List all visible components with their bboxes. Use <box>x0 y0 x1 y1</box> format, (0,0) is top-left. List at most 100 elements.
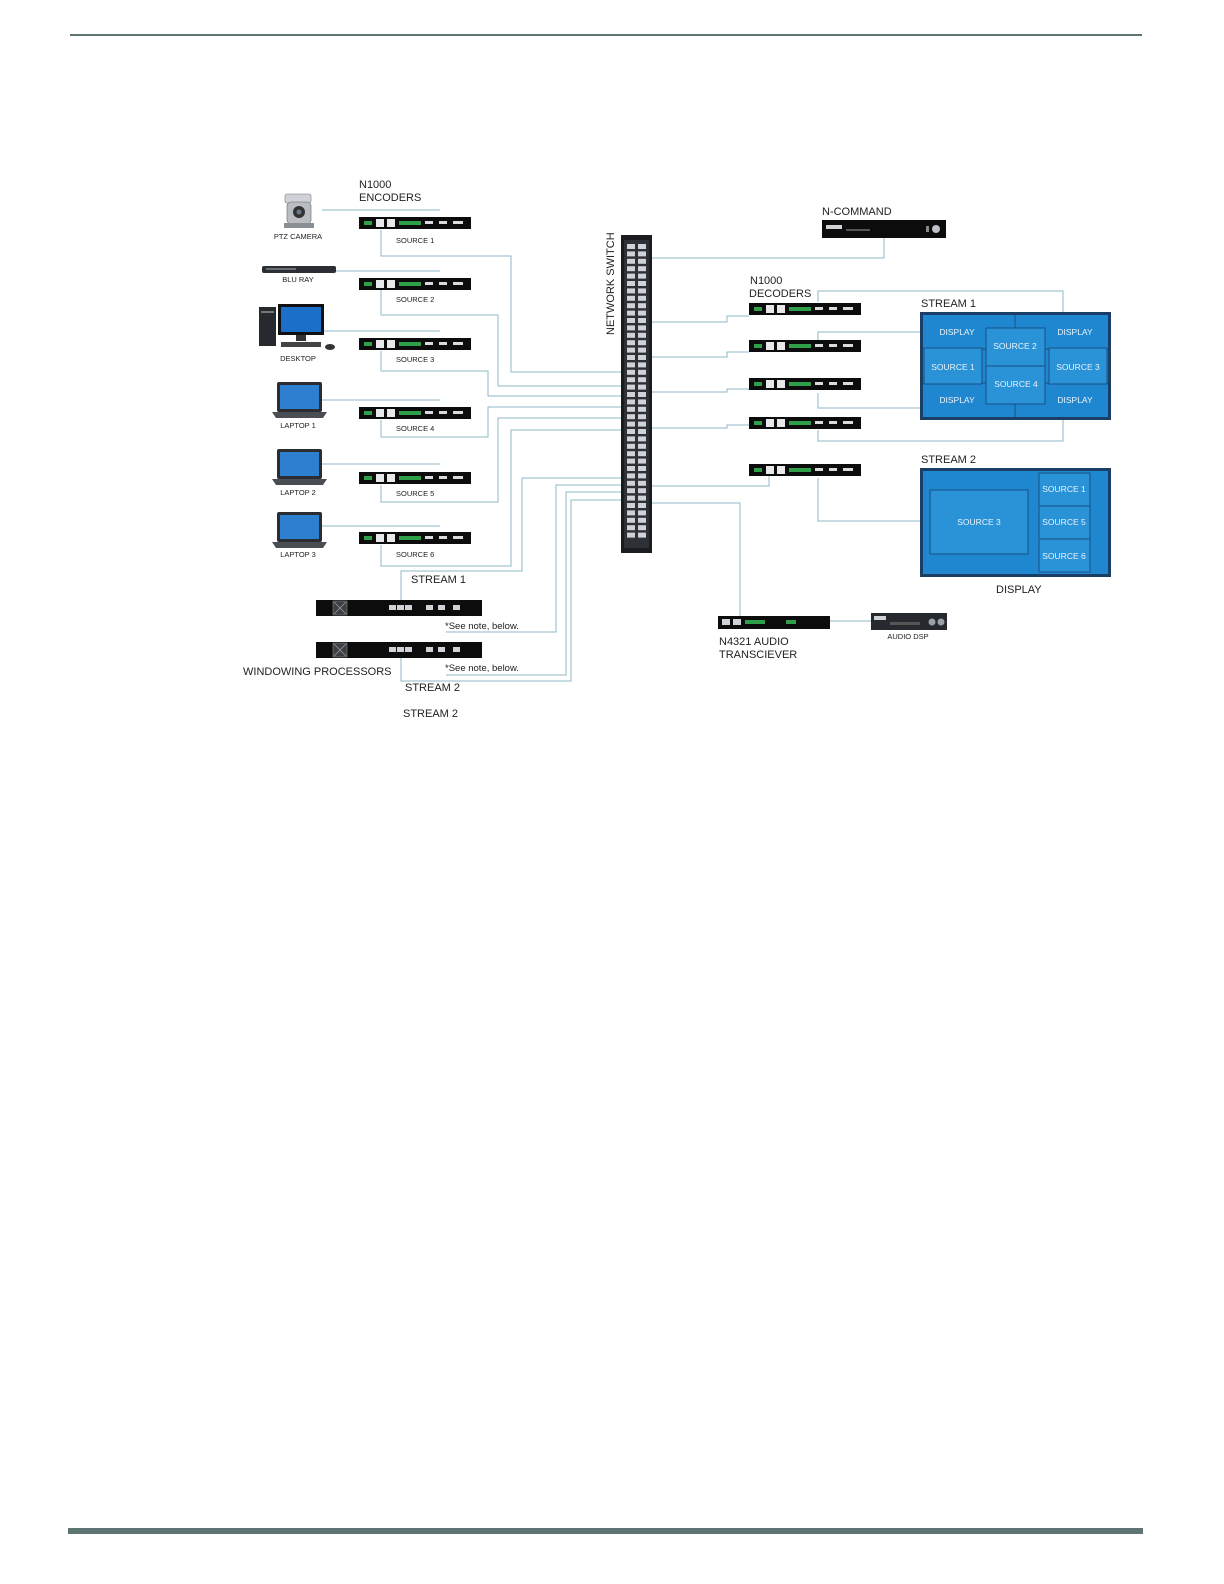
switch-port <box>627 266 635 272</box>
switch-port <box>627 399 635 405</box>
switch-port <box>627 517 635 523</box>
switch-port <box>627 503 635 508</box>
switch-port <box>627 525 635 531</box>
switch-port <box>638 510 646 516</box>
laptop-1-icon <box>272 382 327 418</box>
decoders-title-line1: N1000 <box>750 275 782 287</box>
encoder-unit-6 <box>359 532 471 544</box>
windowing-processor-2 <box>316 642 482 658</box>
switch-port <box>638 288 646 294</box>
stream-1-video-wall: DISPLAY DISPLAY DISPLAY DISPLAY SOURCE 1… <box>920 312 1111 420</box>
link-stream1-processor <box>400 477 622 600</box>
switch-port <box>627 458 635 464</box>
wall2-tile-source-6: SOURCE 6 <box>1042 551 1086 561</box>
device-label-blu-ray: BLU RAY <box>282 275 314 284</box>
switch-port <box>638 488 646 494</box>
link-decoder-2 <box>652 351 749 358</box>
encoders-title-line1: N1000 <box>359 179 391 191</box>
switch-port <box>627 273 635 279</box>
encoder-label-source-2: SOURCE 2 <box>396 295 434 304</box>
decoder-unit-5 <box>749 464 861 476</box>
encoder-label-source-5: SOURCE 5 <box>396 489 434 498</box>
switch-port <box>627 429 635 434</box>
device-label-laptop-2: LAPTOP 2 <box>280 488 316 497</box>
switch-port <box>627 377 635 383</box>
link-n-command <box>652 236 885 259</box>
wall1-corner-bottom-right: DISPLAY <box>1057 395 1093 405</box>
audio-transceiver-label-line1: N4321 AUDIO <box>719 636 789 648</box>
switch-port <box>638 384 646 390</box>
stream-2-display: SOURCE 3 SOURCE 1 SOURCE 5 SOURCE 6 <box>920 468 1111 577</box>
link-dec3-wall <box>817 393 921 409</box>
link-decoder-3 <box>652 388 749 393</box>
switch-port <box>638 436 646 442</box>
switch-port <box>638 295 646 301</box>
switch-port <box>627 406 635 412</box>
switch-port <box>638 532 646 538</box>
switch-port <box>638 332 646 338</box>
ptz-camera-icon <box>284 193 314 228</box>
switch-port <box>638 525 646 531</box>
switch-port <box>638 273 646 279</box>
decoder-units <box>749 303 861 476</box>
switch-port <box>638 281 646 286</box>
encoder-label-source-4: SOURCE 4 <box>396 424 434 433</box>
switch-port <box>627 451 635 457</box>
switch-port <box>627 288 635 294</box>
wall1-corner-top-left: DISPLAY <box>939 327 975 337</box>
stream-1-processor-label: STREAM 1 <box>411 574 466 586</box>
blu-ray-player-icon <box>262 266 336 273</box>
switch-port <box>638 414 646 420</box>
encoder-units <box>359 217 471 544</box>
switch-port <box>638 347 646 353</box>
switch-port <box>627 347 635 353</box>
stream-2-caption: STREAM 2 <box>403 708 458 720</box>
switch-port <box>627 436 635 442</box>
wall1-tile-source-2: SOURCE 2 <box>993 341 1037 351</box>
wall1-corner-top-right: DISPLAY <box>1057 327 1093 337</box>
device-label-laptop-1: LAPTOP 1 <box>280 421 316 430</box>
windowing-processors-label: WINDOWING PROCESSORS <box>243 666 392 678</box>
link-dec2-wall <box>817 331 921 342</box>
link-decoder-1 <box>652 315 749 323</box>
switch-port <box>638 244 646 249</box>
switch-port <box>638 517 646 523</box>
switch-port <box>627 340 635 346</box>
stream-2-processor-label: STREAM 2 <box>405 682 460 694</box>
switch-port <box>627 310 635 316</box>
network-switch-label: NETWORK SWITCH <box>605 232 617 335</box>
switch-port <box>627 466 635 471</box>
switch-port <box>638 466 646 471</box>
link-decoder-4 <box>652 424 749 429</box>
switch-port <box>627 325 635 331</box>
stream-2-display-title: STREAM 2 <box>921 454 976 466</box>
switch-port <box>627 369 635 375</box>
encoder-label-source-1: SOURCE 1 <box>396 236 434 245</box>
header-rule <box>70 34 1142 36</box>
switch-port <box>638 362 646 368</box>
network-switch: NETWORK SWITCH <box>605 232 652 553</box>
encoder-unit-3 <box>359 338 471 350</box>
switch-port <box>638 451 646 457</box>
switch-port <box>638 458 646 464</box>
switch-port <box>627 281 635 286</box>
audio-dsp-label: AUDIO DSP <box>887 632 928 641</box>
wall1-tile-source-1: SOURCE 1 <box>931 362 975 372</box>
switch-port <box>638 377 646 383</box>
link-dec1-wall <box>817 290 1064 313</box>
wall2-tile-source-3: SOURCE 3 <box>957 517 1001 527</box>
switch-port <box>627 332 635 338</box>
switch-port <box>638 429 646 434</box>
laptop-3-icon <box>272 512 327 548</box>
link-wp2-note <box>446 491 622 676</box>
switch-port <box>627 362 635 368</box>
see-note-1: *See note, below. <box>445 621 519 632</box>
stream-1-wall-title: STREAM 1 <box>921 298 976 310</box>
link-decoder-5 <box>652 476 770 487</box>
encoder-unit-5 <box>359 472 471 484</box>
n-command-label: N-COMMAND <box>822 206 892 218</box>
encoder-unit-1 <box>359 217 471 229</box>
switch-port <box>627 295 635 301</box>
link-audio <box>652 502 741 616</box>
wall1-tile-source-4: SOURCE 4 <box>994 379 1038 389</box>
